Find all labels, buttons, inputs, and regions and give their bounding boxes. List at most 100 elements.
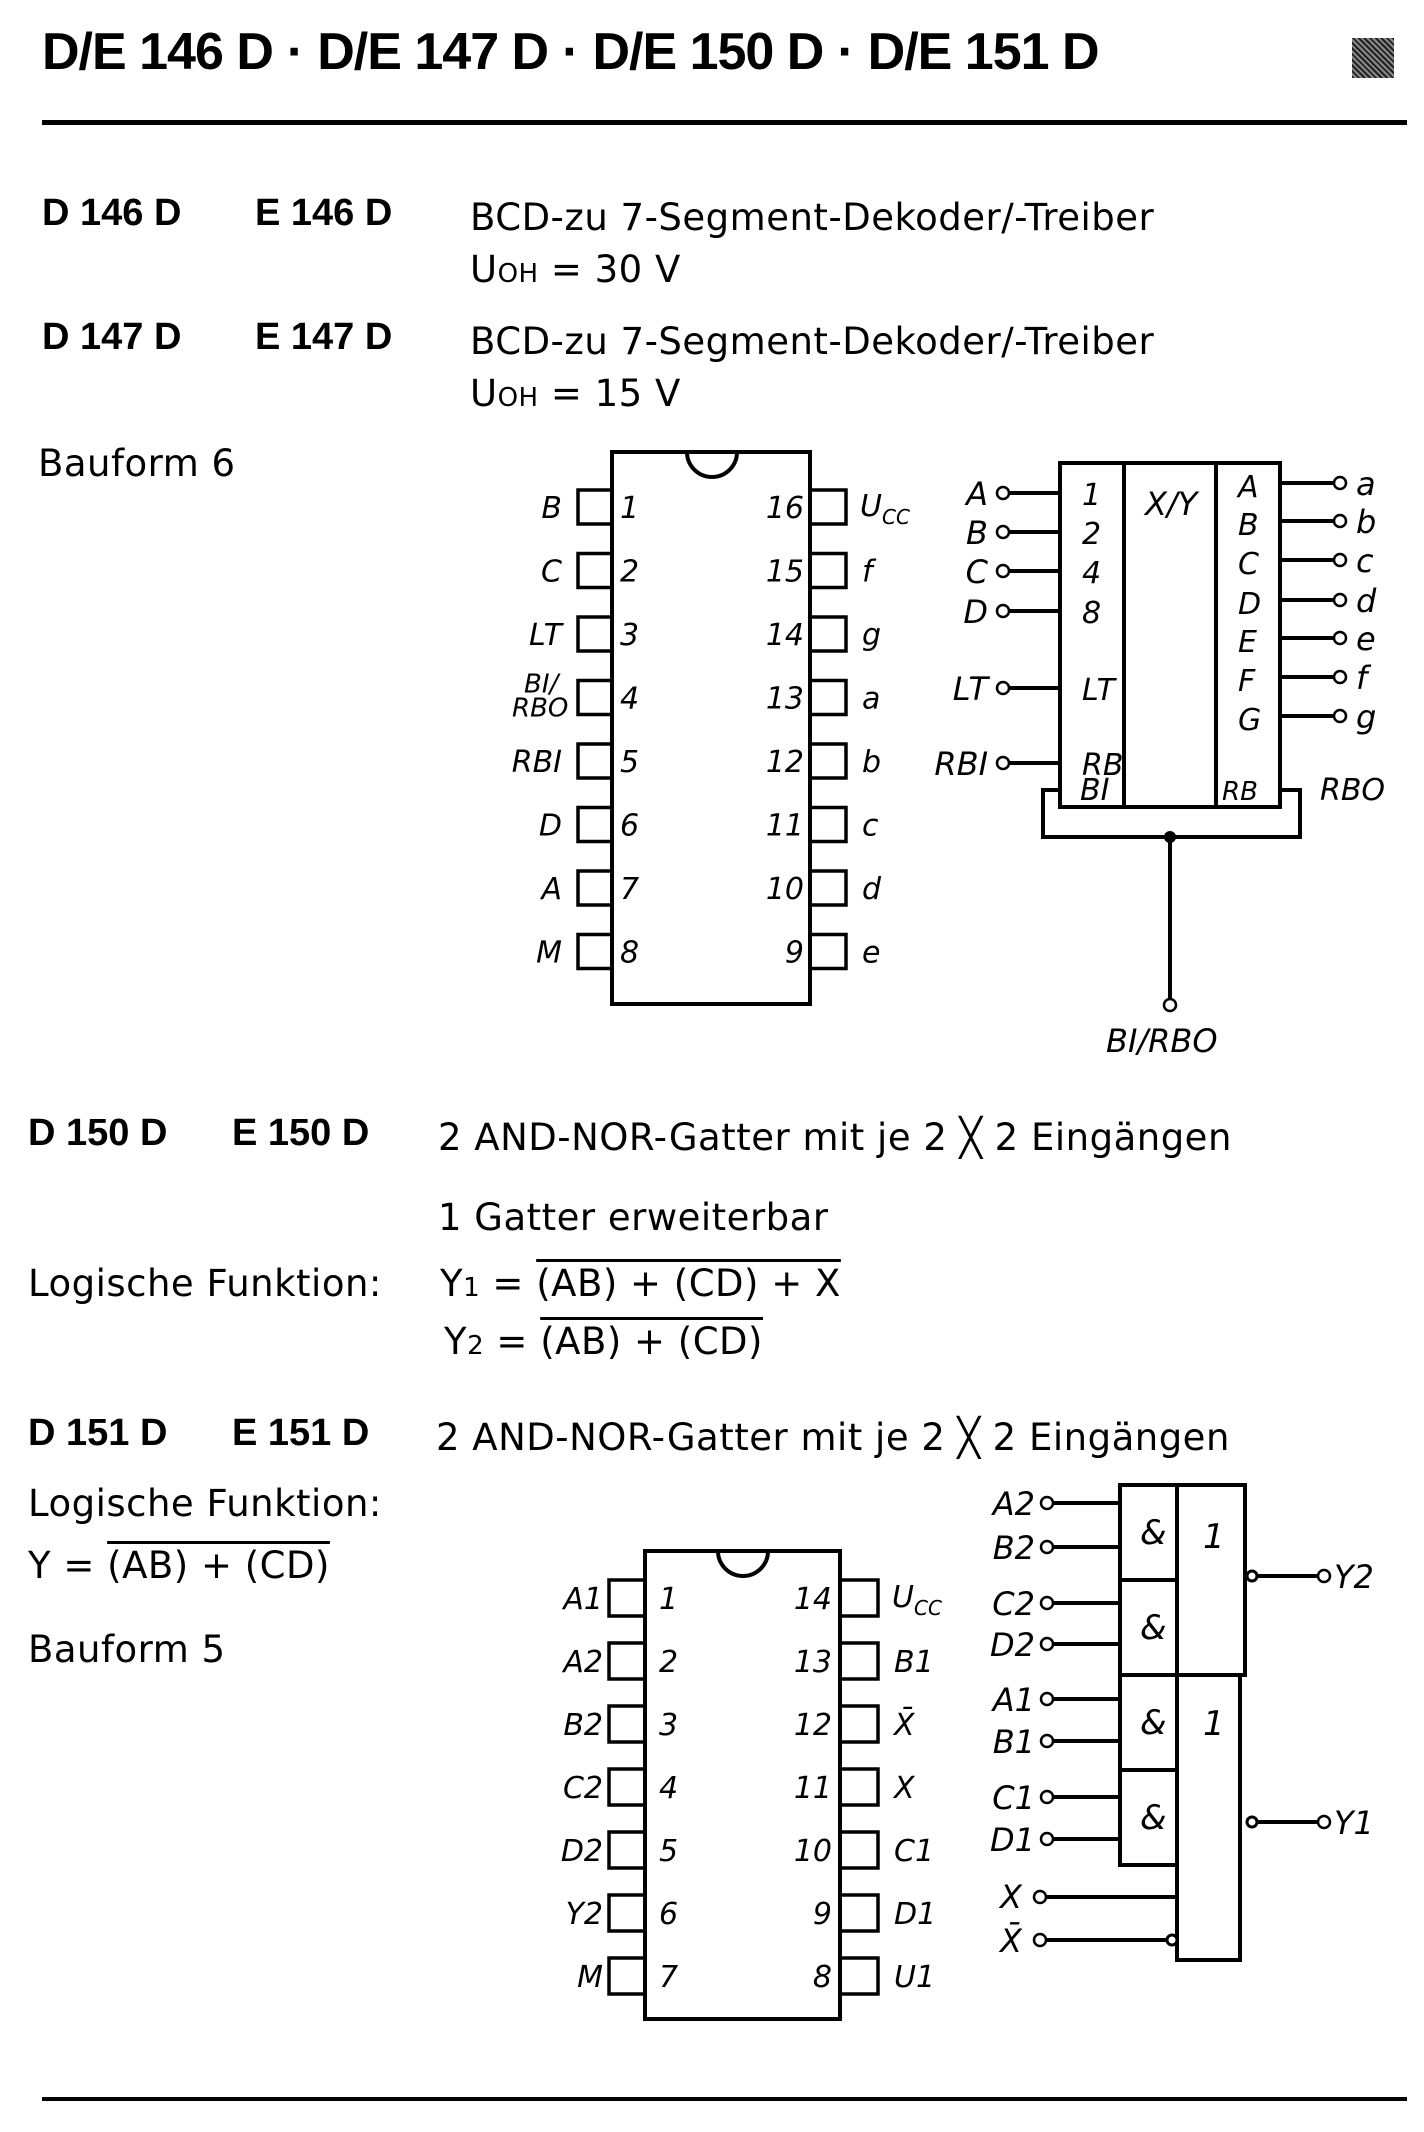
pin-label: D [539,809,562,844]
pin-label: Y2 [566,1897,603,1932]
pin-pad [607,1578,647,1618]
pin-number: 10 [766,872,804,907]
pin-pad [808,742,848,780]
pin-pad [838,1641,880,1681]
pin-label: b [862,745,881,780]
terminal [1039,1495,1055,1511]
pin-pad [838,1704,880,1744]
internal-label: RB [1222,777,1258,807]
pin-label: g [862,618,881,653]
internal-label: C [1238,547,1259,582]
input-label: B2 [993,1529,1035,1567]
pin-label: M [536,936,562,971]
pin-pad [576,805,614,844]
description-d147: BCD-zu 7-Segment-Dekoder/-Treiber [470,320,1155,363]
pin-label: LT [529,618,565,653]
pin-label: B1 [894,1645,934,1680]
pin-number: 9 [813,1897,832,1932]
package-label-6: Bauform 6 [38,442,236,485]
pin-pad [576,932,614,971]
terminal [1332,513,1348,529]
pin-pad [838,1830,880,1870]
dependency-label: X/Y [1143,485,1200,523]
output-label: a [1356,465,1376,503]
terminal [1032,1932,1048,1948]
pin-number: 5 [659,1834,678,1869]
terminal [995,680,1011,696]
part-code-d147: D 147 D [42,316,182,358]
and-symbol: & [1140,1608,1167,1648]
terminal [1332,708,1348,724]
pin-label: e [862,936,880,971]
pin-label: A2 [561,1645,603,1680]
terminal [1332,630,1348,646]
terminal [1316,1814,1332,1830]
internal-label: E [1238,625,1257,660]
pin-pad [576,488,614,526]
description-d151: 2 AND-NOR-Gatter mit je 2 ╳ 2 Eingängen [436,1416,1230,1459]
pin-pad [576,869,614,907]
pin-number: 3 [659,1708,678,1743]
input-label: D1 [990,1821,1035,1859]
output-label: Y1 [1334,1804,1374,1842]
formula-y: Y = (AB) + (CD) [28,1544,330,1587]
pin-pad [607,1704,647,1744]
function-label-d150: Logische Funktion: [28,1262,382,1305]
pin-pad [808,551,848,590]
negation-bubble [1245,1815,1259,1829]
input-label: C2 [992,1585,1035,1623]
pin-number: 7 [620,872,639,907]
pin-number: 4 [659,1771,678,1806]
formula-y1: Y1 = (AB) + (CD) + X [440,1262,841,1305]
internal-label: A [1236,470,1259,505]
notch [716,1550,770,1578]
or-box [1175,1483,1247,1677]
terminal [995,485,1011,501]
pin-label: U [892,1580,914,1615]
pin-label: C2 [563,1771,603,1806]
input-label: RBI [934,745,988,783]
output-label: Y2 [1334,1558,1374,1596]
pin-number: 13 [794,1645,832,1680]
pin-pad [838,1578,880,1618]
pin-label-sub: CC [914,1596,942,1620]
pin-label: X̄ [892,1707,916,1743]
pin-pad [607,1830,647,1870]
internal-label: B [1238,508,1259,543]
part-code-d146: D 146 D [42,192,182,234]
pin-pad [607,1641,647,1681]
voltage-d147: UOH = 15 V [470,372,681,415]
pin-label: B [541,491,562,526]
input-label: A2 [991,1485,1035,1523]
input-label: B1 [993,1723,1035,1761]
terminal [1332,475,1348,491]
input-label: B [966,514,988,552]
terminal [995,603,1011,619]
pin-pad [808,678,848,717]
internal-label: G [1238,703,1261,738]
pin-label: U1 [894,1960,935,1995]
pin-label: D1 [894,1897,936,1932]
input-label: C [966,553,989,591]
note-d150: 1 Gatter erweiterbar [438,1196,829,1239]
part-code-d151: D 151 D [28,1412,168,1454]
pin-pad [838,1767,880,1807]
part-code-e146: E 146 D [255,192,393,234]
terminal [1316,1568,1332,1584]
thumb-index-mark [1352,38,1394,78]
title-part: D/E 151 D [867,23,1100,81]
pin-number: 16 [766,491,804,526]
negation-bubble [1245,1569,1259,1583]
internal-label: 1 [1082,478,1101,513]
input-label: C1 [992,1779,1035,1817]
terminal [995,755,1011,771]
pin-number: 11 [794,1771,832,1806]
internal-label: 8 [1082,596,1101,631]
input-label: X̄ [998,1921,1023,1960]
pin-number: 13 [766,682,804,717]
pin-pad [607,1956,647,1996]
pin-label: X [892,1771,916,1806]
